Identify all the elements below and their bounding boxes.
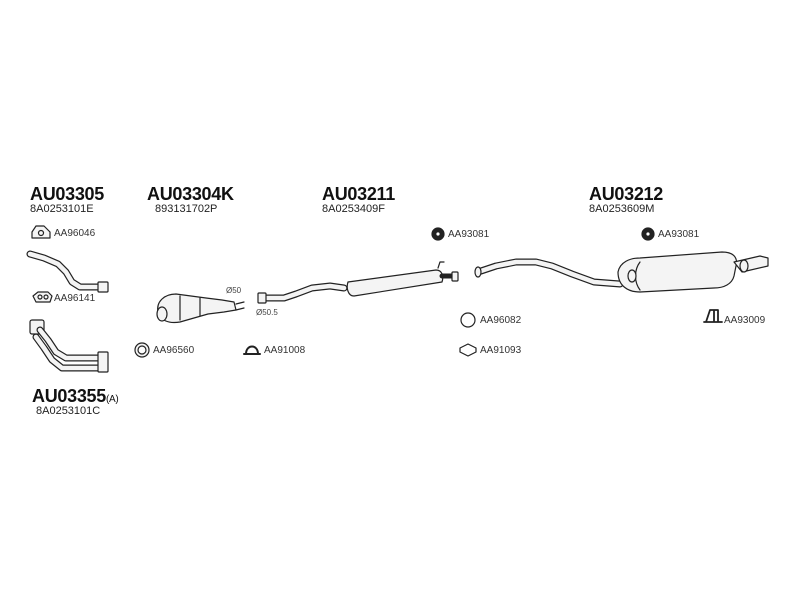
intermediate-pipe-drawing: [257, 282, 348, 304]
bracket-icon: [703, 309, 723, 323]
dimension-diameter-a: Ø50: [226, 286, 242, 295]
accessory-ring-gasket: AA96560: [153, 345, 195, 356]
rear-silencer-oem-number: 8A0253609M: [589, 203, 655, 215]
dimension-diameter-b: Ø50.5: [256, 308, 278, 317]
front-pipe-alt-drawing: [29, 319, 109, 373]
front-pipe-alt-oem-number: 8A0253101C: [36, 405, 101, 417]
middle-silencer-drawing: [346, 261, 459, 297]
gasket-icon: [32, 291, 53, 303]
rear-pipe-drawing: [474, 258, 624, 288]
accessory-mount-rubber-mid: AA93081: [448, 229, 490, 240]
gasket-icon: [31, 225, 51, 239]
accessory-bracket-rear: AA93009: [724, 315, 766, 326]
ring-icon: [460, 312, 476, 328]
rubber-mount-icon: [431, 227, 445, 241]
front-pipe-oem-number: 8A0253101E: [30, 203, 94, 215]
accessory-clamp-mid: AA91093: [480, 345, 522, 356]
catalytic-converter-drawing: [156, 293, 245, 324]
rear-silencer-drawing: [617, 251, 769, 293]
accessory-flange-gasket: AA96046: [54, 228, 96, 239]
middle-silencer-oem-number: 8A0253409F: [322, 203, 385, 215]
front-pipe-part-number: AU03305: [30, 184, 104, 204]
clamp-icon: [459, 343, 477, 357]
rubber-mount-icon: [641, 227, 655, 241]
catalytic-converter-oem-number: 893131702P: [155, 203, 218, 215]
front-pipe-alt-part-number: AU03355: [32, 386, 106, 406]
rear-silencer-part-number: AU03212: [589, 184, 663, 204]
accessory-ring-mid: AA96082: [480, 315, 522, 326]
front-pipe-drawing: [26, 250, 109, 293]
ring-icon: [134, 342, 150, 358]
accessory-clamp-a: AA91008: [264, 345, 306, 356]
front-pipe-alt-variant: (A): [105, 394, 119, 405]
front-pipe-alt-part-number-block: AU03355(A): [32, 386, 119, 406]
clamp-icon: [243, 345, 261, 355]
catalytic-converter-part-number: AU03304K: [147, 184, 234, 204]
accessory-mount-rubber-rear: AA93081: [658, 229, 700, 240]
middle-silencer-part-number: AU03211: [322, 184, 395, 204]
accessory-gasket-small: AA96141: [54, 293, 96, 304]
